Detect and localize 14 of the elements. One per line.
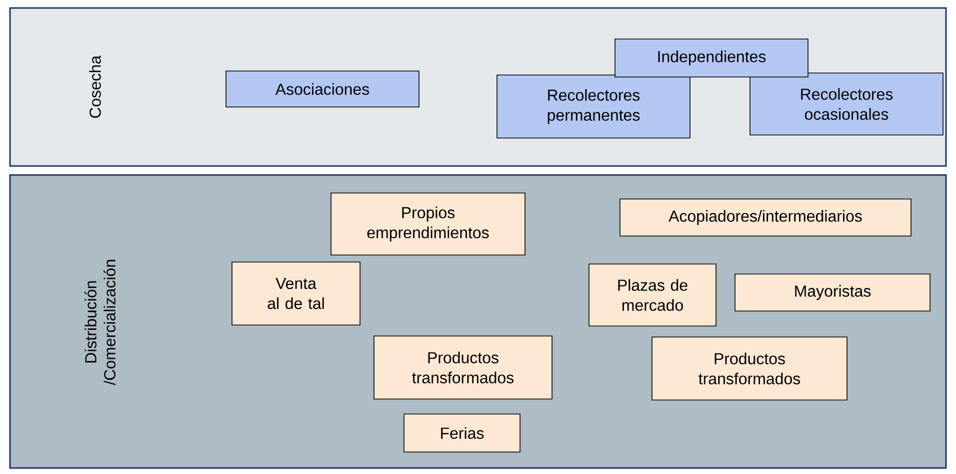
category-box: Recolectores permanentes [496,74,690,138]
category-box: Propios emprendimientos [330,192,526,256]
band-heading: Cosecha [89,55,101,118]
category-box: Productos transformados [374,336,552,400]
category-box: Venta al de tal [232,262,360,326]
category-box: Plazas de mercado [588,264,716,326]
category-box: Acopiadores/intermediarios [620,198,912,236]
category-box: Productos transformados [652,336,848,400]
category-box: Mayoristas [734,274,930,312]
category-box: Ferias [404,414,520,452]
category-box: Recolectores ocasionales [750,72,944,136]
band-heading: Distribución /Comercialización [84,260,116,386]
category-box: Independientes [614,38,808,78]
category-box: Asociaciones [226,70,420,108]
